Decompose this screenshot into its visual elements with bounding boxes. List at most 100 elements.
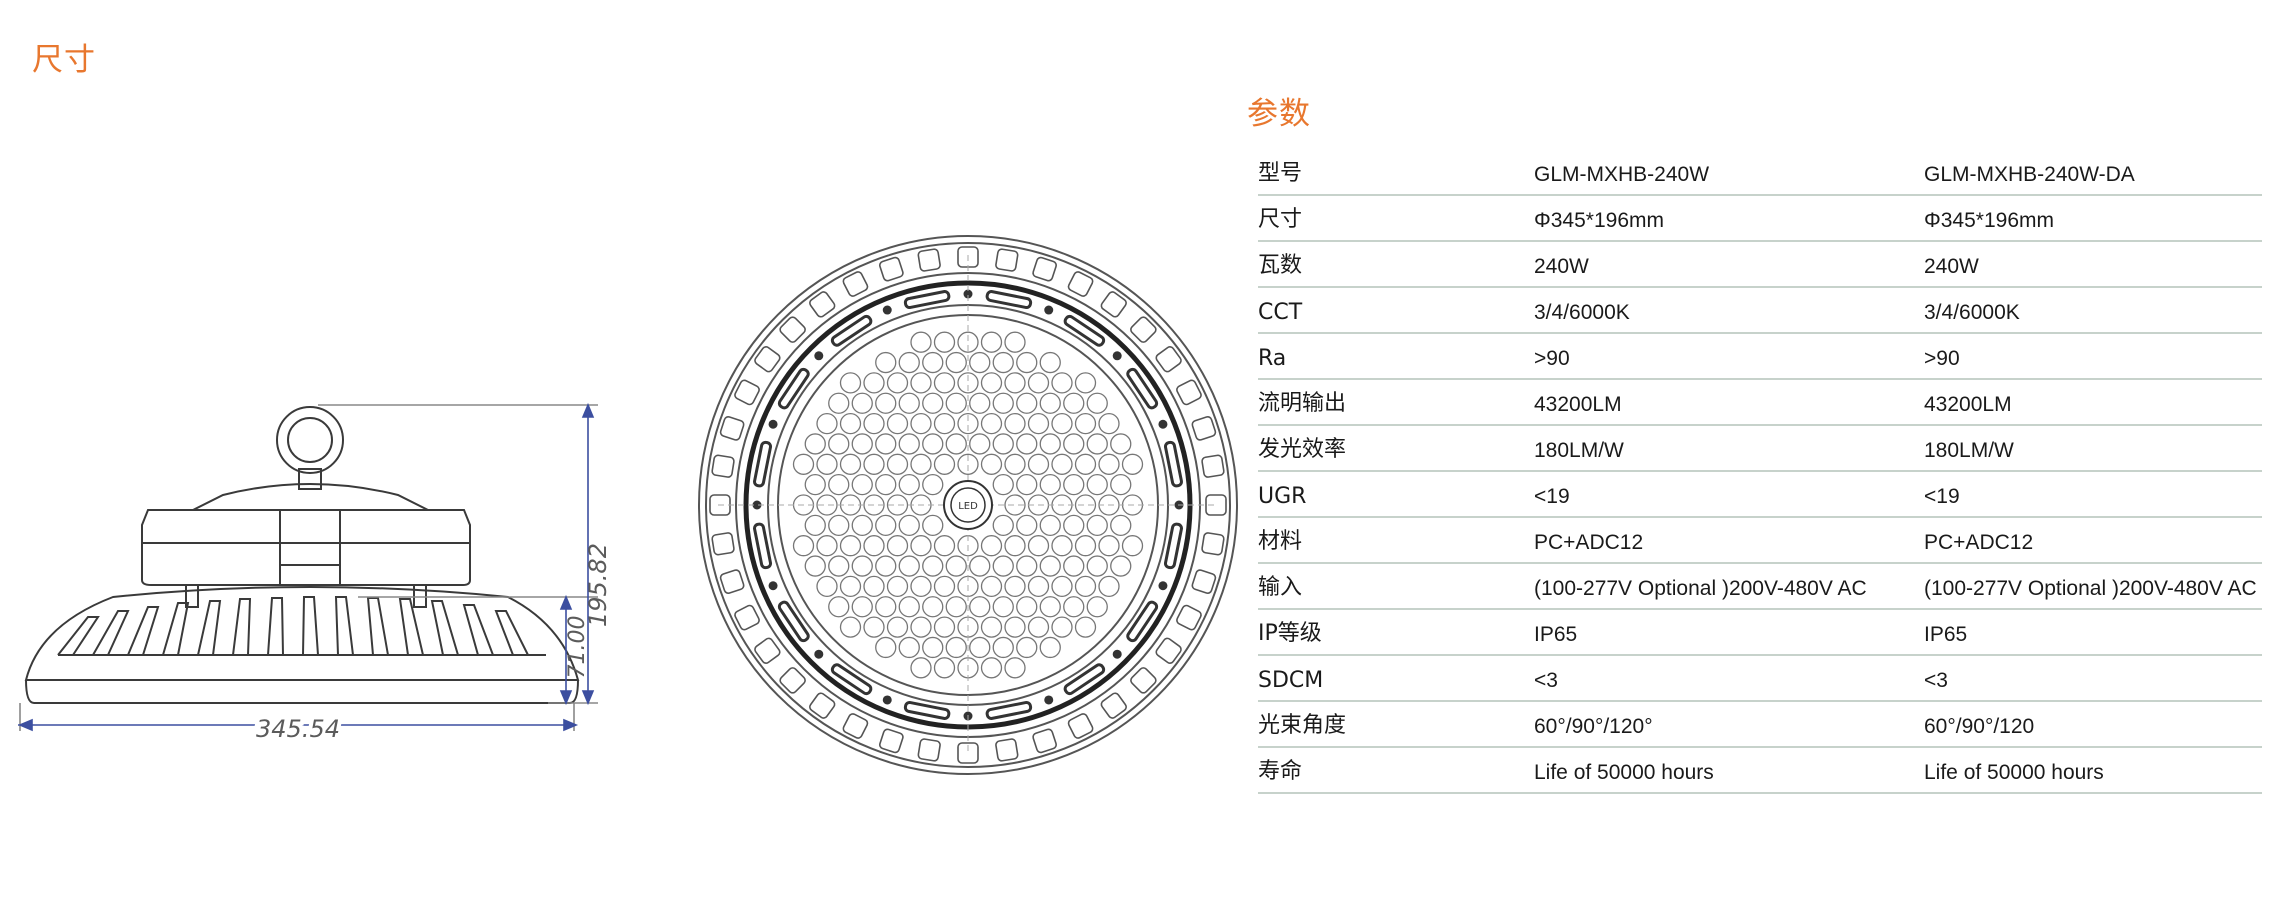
spec-value-2: <3 — [1924, 669, 1948, 692]
vent-slot — [1163, 522, 1183, 570]
vent-slot — [1126, 367, 1159, 410]
led-lens — [886, 494, 909, 516]
fin-slot — [711, 532, 735, 556]
heat-sink — [24, 586, 580, 681]
fin-slot — [734, 604, 760, 631]
led-lens — [886, 372, 909, 394]
led-lens — [933, 535, 956, 557]
led-lens — [1016, 555, 1038, 577]
dimension-width: 345.54 — [256, 715, 340, 743]
led-lens — [816, 453, 838, 475]
fin-slot — [917, 738, 941, 762]
led-lens — [898, 351, 920, 374]
spec-label: 尺寸 — [1258, 207, 1303, 232]
spec-value-1: GLM-MXHB-240W — [1534, 163, 1710, 186]
led-lens — [1004, 494, 1026, 516]
led-lens — [1004, 657, 1026, 679]
led-lens — [1016, 473, 1038, 496]
led-lens — [1074, 412, 1097, 435]
fin-slot — [917, 248, 941, 272]
led-lens — [1051, 453, 1073, 475]
spec-value-1: 240W — [1534, 255, 1589, 278]
led-lens — [1086, 596, 1108, 618]
spec-value-2: Life of 50000 hours — [1924, 761, 2104, 784]
spec-row: Ra>90>90 — [1258, 334, 2262, 380]
led-lens — [933, 372, 956, 394]
spec-label: SDCM — [1258, 668, 1324, 693]
led-lens — [957, 412, 979, 435]
fin-slot — [1176, 379, 1202, 406]
spec-label: IP等级 — [1258, 621, 1322, 646]
led-lens — [863, 453, 885, 475]
led-lens — [980, 575, 1003, 598]
spec-label: 寿命 — [1258, 759, 1303, 784]
led-lens — [992, 392, 1014, 414]
vent-slot — [1126, 600, 1159, 643]
fin-slot — [809, 291, 836, 318]
led-lens — [875, 433, 897, 455]
led-lens — [1110, 433, 1132, 455]
led-lens — [828, 473, 850, 496]
led-lens — [910, 657, 932, 679]
led-lens — [992, 473, 1014, 496]
led-lens — [1086, 433, 1108, 455]
led-lens — [922, 433, 944, 455]
led-lens — [992, 433, 1014, 455]
spec-value-1: 43200LM — [1534, 393, 1622, 416]
spec-value-2: >90 — [1924, 347, 1960, 370]
led-lens — [875, 596, 897, 618]
led-lens — [1121, 535, 1144, 557]
led-lens — [898, 392, 920, 414]
spec-value-2: GLM-MXHB-240W-DA — [1924, 163, 2135, 186]
spec-row: SDCM<3<3 — [1258, 656, 2262, 702]
led-lens — [1063, 392, 1085, 414]
vent-slot — [777, 600, 810, 643]
led-lens — [1063, 514, 1085, 537]
fin-slot — [879, 728, 904, 754]
led-lens — [1110, 473, 1132, 496]
led-lens — [828, 596, 850, 618]
led-lens — [886, 412, 909, 435]
vent-slot — [753, 522, 773, 570]
led-lens — [933, 616, 956, 638]
led-lens — [886, 535, 909, 557]
led-lens — [1098, 535, 1120, 557]
led-lens — [839, 453, 862, 475]
led-lens — [886, 575, 909, 598]
led-lens — [922, 514, 944, 537]
led-lens — [804, 473, 826, 496]
led-lens — [1110, 514, 1132, 537]
led-lens — [898, 514, 920, 537]
fin-slot — [711, 454, 735, 478]
led-lens — [1027, 412, 1050, 435]
led-lens — [910, 331, 932, 353]
led-lens — [1086, 473, 1108, 496]
spec-value-2: (100-277V Optional )200V-480V AC — [1924, 577, 2257, 600]
bolt — [814, 351, 824, 361]
spec-row: 输入(100-277V Optional )200V-480V AC(100-2… — [1258, 564, 2262, 610]
vent-slot — [903, 290, 951, 310]
led-lens — [863, 412, 885, 435]
led-lens — [922, 636, 944, 659]
fin-slot — [1155, 637, 1182, 664]
led-lens — [1016, 636, 1038, 659]
led-lens — [839, 616, 862, 638]
led-lens — [1121, 453, 1144, 475]
bolt — [1158, 581, 1168, 591]
bolt — [768, 419, 778, 429]
bolt — [1158, 419, 1168, 429]
led-lens — [933, 575, 956, 598]
led-lens — [875, 473, 897, 496]
spec-label: CCT — [1258, 300, 1303, 325]
led-lens — [1063, 473, 1085, 496]
led-lens — [969, 636, 991, 659]
led-lens — [816, 535, 838, 557]
led-lens — [933, 412, 956, 435]
led-lens — [957, 453, 979, 475]
led-lens — [875, 514, 897, 537]
spec-label: 型号 — [1258, 161, 1303, 186]
led-lens — [945, 596, 967, 618]
